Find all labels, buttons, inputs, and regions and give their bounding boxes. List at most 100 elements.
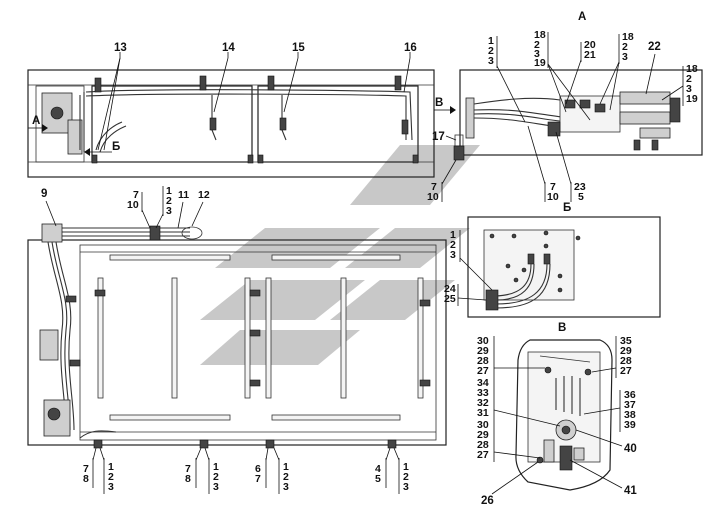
vv-ml-34: 34: [477, 377, 489, 389]
vv-tr-35: 35: [620, 335, 632, 347]
va-5: 5: [578, 191, 584, 203]
va-left-3: 3: [488, 55, 494, 67]
vv-bl-30: 30: [477, 419, 489, 431]
view-b: Б 1 2 3 24 25: [444, 202, 661, 318]
vv-tl-27: 27: [477, 365, 489, 377]
va-far-19: 19: [686, 93, 698, 105]
main-7: 7: [133, 189, 139, 201]
main-11: 11: [178, 189, 189, 201]
main-view-labels: 9 7 10 1 2 3 11 12 7 8 1 2 3 7 8 1: [41, 185, 409, 494]
vb-2: 2: [450, 239, 456, 251]
label-15: 15: [292, 42, 305, 54]
view-a-title: А: [578, 11, 586, 23]
va-right-2: 2: [622, 41, 628, 53]
top-side-view: [27, 69, 435, 178]
va-right-3: 3: [622, 51, 628, 63]
bg3-l2: 7: [255, 473, 261, 485]
bg1-l2: 8: [83, 473, 89, 485]
bottom-group-1: 7 8 1 2 3: [83, 447, 114, 494]
bg2-r2: 2: [213, 471, 219, 483]
bg4-r2: 2: [403, 471, 409, 483]
view-v-labels: 30 29 28 27 35 29 28 27 34 33 32 31 36 3…: [477, 335, 637, 507]
vv-tr-29: 29: [620, 345, 632, 357]
label-13: 13: [114, 42, 127, 54]
main-3: 3: [166, 205, 172, 217]
bg2-l1: 7: [185, 463, 191, 475]
va-20: 20: [584, 39, 596, 51]
va-bot-7: 7: [550, 181, 556, 193]
va-left-2: 2: [488, 45, 494, 57]
va-far-2: 2: [686, 73, 692, 85]
bottom-group-3: 6 7 1 2 3: [255, 447, 289, 494]
bg1-l1: 7: [83, 463, 89, 475]
vv-bl-28: 28: [477, 439, 489, 451]
vv-ml-31: 31: [477, 407, 489, 419]
top-view-leaders: 13 14 15 16: [97, 42, 417, 151]
va-22: 22: [648, 41, 661, 53]
vb-3: 3: [450, 249, 456, 261]
main-12: 12: [198, 189, 210, 201]
vb-1: 1: [450, 229, 456, 241]
view-a: А: [453, 11, 703, 161]
bg3-r2: 2: [283, 471, 289, 483]
va-left-1: 1: [488, 35, 494, 47]
view-v-arrow-label: В: [435, 97, 443, 109]
view-v: В: [515, 322, 613, 491]
view-b-title: Б: [563, 202, 571, 214]
vv-mr-38: 38: [624, 409, 636, 421]
view-a-labels: 1 2 3 18 2 3 19 20 21 18 2 3 22 18 2 3 1…: [427, 29, 698, 203]
va-mid-3: 3: [534, 48, 540, 60]
bg2-l2: 8: [185, 473, 191, 485]
bottom-group-4: 4 5 1 2 3: [375, 447, 409, 494]
main-plan-view: [27, 223, 447, 449]
main-10: 10: [127, 199, 139, 211]
bg2-r1: 1: [213, 461, 219, 473]
vv-41: 41: [624, 485, 637, 497]
bg1-r2: 2: [108, 471, 114, 483]
view-a-arrow: А: [28, 115, 48, 132]
vv-ml-33: 33: [477, 387, 489, 399]
label-16: 16: [404, 42, 417, 54]
main-9: 9: [41, 188, 47, 200]
label-14: 14: [222, 42, 235, 54]
vv-ml-32: 32: [477, 397, 489, 409]
vv-bl-27: 27: [477, 449, 489, 461]
bg4-l1: 4: [375, 463, 381, 475]
va-right-18: 18: [622, 31, 634, 43]
va-mid-19: 19: [534, 57, 546, 69]
va-far-18: 18: [686, 63, 698, 75]
view-b-arrow: Б: [84, 141, 120, 156]
va-23: 23: [574, 181, 586, 193]
va-mid-2: 2: [534, 39, 540, 51]
view-a-arrow-label: А: [32, 115, 40, 127]
bg4-l2: 5: [375, 473, 381, 485]
vv-mr-36: 36: [624, 389, 636, 401]
main-2: 2: [166, 195, 172, 207]
vb-24: 24: [444, 283, 456, 295]
bg2-r3: 3: [213, 481, 219, 493]
main-1: 1: [166, 185, 172, 197]
vv-tl-29: 29: [477, 345, 489, 357]
va-21: 21: [584, 49, 596, 61]
watermark-logo: [200, 145, 480, 365]
bg3-l1: 6: [255, 463, 261, 475]
vb-25: 25: [444, 293, 456, 305]
va-17: 17: [432, 131, 445, 143]
bg4-r1: 1: [403, 461, 409, 473]
vv-bl-29: 29: [477, 429, 489, 441]
vv-40: 40: [624, 443, 637, 455]
va-far-3: 3: [686, 83, 692, 95]
bg1-r1: 1: [108, 461, 114, 473]
bg1-r3: 3: [108, 481, 114, 493]
vv-tr-28: 28: [620, 355, 632, 367]
vv-mr-37: 37: [624, 399, 636, 411]
vv-tl-30: 30: [477, 335, 489, 347]
view-v-arrow: В: [434, 97, 456, 114]
bg3-r3: 3: [283, 481, 289, 493]
vv-tl-28: 28: [477, 355, 489, 367]
view-v-title: В: [558, 322, 566, 334]
bg3-r1: 1: [283, 461, 289, 473]
va-mid-18: 18: [534, 29, 546, 41]
vv-mr-39: 39: [624, 419, 636, 431]
